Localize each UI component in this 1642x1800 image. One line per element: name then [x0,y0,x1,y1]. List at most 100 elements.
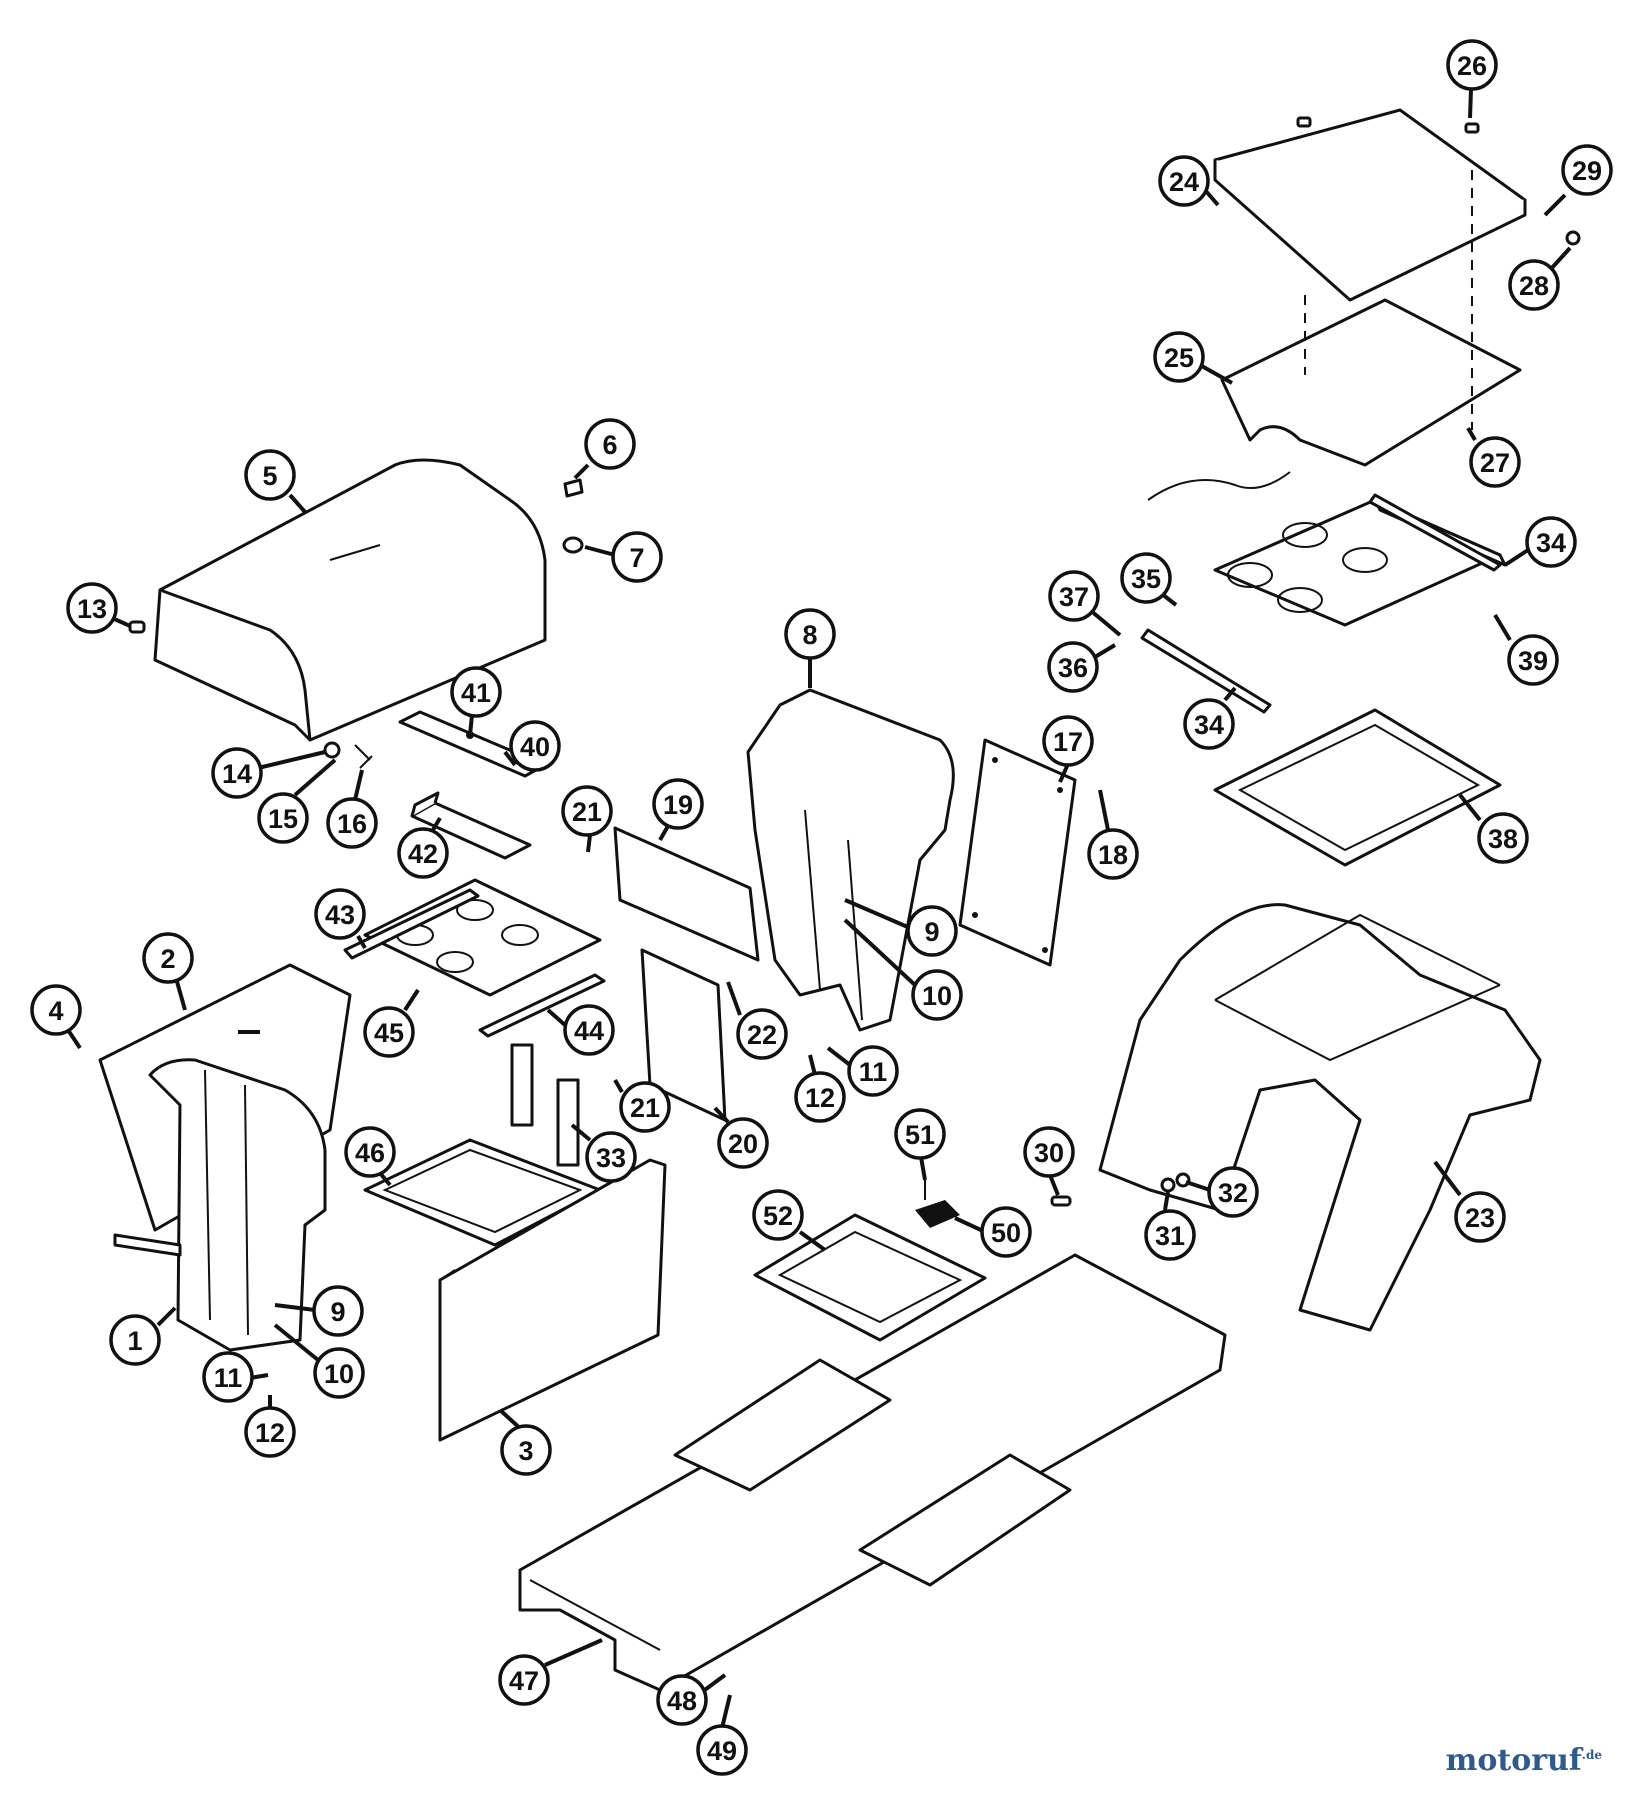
part-drawings [98,108,1581,1692]
svg-text:8: 8 [802,620,817,650]
watermark-logo: motoruf.de [1446,1743,1602,1778]
svg-text:41: 41 [461,678,491,708]
callout-44: 44 [546,1004,615,1056]
svg-text:7: 7 [629,543,644,573]
callout-30: 30 [1023,1126,1075,1196]
svg-text:43: 43 [325,900,355,930]
part-seat-board-25 [1220,170,1522,467]
callout-42: 42 [397,816,449,879]
part-floor-mat-52 [753,1213,987,1342]
watermark-brand: motoruf [1445,1743,1582,1778]
callout-29: 29 [1543,144,1613,217]
svg-text:6: 6 [602,430,617,460]
svg-text:30: 30 [1034,1138,1064,1168]
callout-23: 23 [1433,1160,1506,1243]
callout-52: 52 [752,1189,827,1252]
callout-50: 50 [954,1206,1032,1258]
callout-37: 37 [1048,570,1122,637]
callout-20: 20 [713,1106,769,1169]
svg-text:2: 2 [160,944,175,974]
callout-41: 41 [450,666,502,736]
svg-text:20: 20 [728,1129,758,1159]
callout-45: 45 [363,988,420,1058]
svg-text:26: 26 [1457,51,1487,81]
svg-text:49: 49 [707,1736,737,1766]
callout-51: 51 [894,1108,946,1181]
callout-49: 49 [696,1694,748,1776]
svg-text:19: 19 [663,790,693,820]
callout-16: 16 [326,769,378,849]
svg-text:29: 29 [1572,156,1602,186]
svg-text:1: 1 [127,1326,142,1356]
part-plates-19-20 [613,826,760,1122]
callout-40: 40 [503,720,561,772]
callout-32: 32 [1185,1166,1259,1218]
callout-11b: 11 [202,1351,269,1403]
part-battery-tray-45 [343,878,606,1038]
part-fasteners-seat [1296,116,1581,246]
svg-text:14: 14 [222,759,252,789]
svg-text:28: 28 [1519,271,1549,301]
part-fasteners-top [128,478,584,769]
svg-text:23: 23 [1465,1203,1495,1233]
part-seat-plate-24 [1213,108,1527,302]
callout-14: 14 [211,747,326,799]
callout-18: 18 [1087,789,1139,880]
svg-text:13: 13 [77,594,107,624]
svg-text:16: 16 [337,809,367,839]
callout-8: 8 [784,608,836,688]
callout-19: 19 [652,778,704,841]
callout-38: 38 [1458,793,1529,864]
part-plate-17 [958,738,1077,967]
svg-text:45: 45 [374,1018,404,1048]
svg-text:27: 27 [1480,448,1510,478]
svg-text:42: 42 [408,839,438,869]
callout-31: 31 [1144,1191,1196,1261]
callout-24: 24 [1158,155,1220,207]
svg-text:50: 50 [991,1218,1021,1248]
part-callouts: 1 2 3 4 5 6 7 8 9 9 10 10 11 11 12 12 13… [30,39,1613,1776]
part-wire-harness [1147,471,1291,501]
callout-10b: 10 [273,1323,365,1399]
callout-33: 33 [570,1123,637,1183]
part-brackets-33 [510,1043,580,1167]
watermark-suffix: .de [1581,1748,1602,1762]
callout-3: 3 [498,1408,552,1476]
callout-28: 28 [1508,246,1572,311]
svg-text:37: 37 [1059,582,1089,612]
svg-text:21: 21 [630,1093,660,1123]
callout-2: 2 [142,932,194,1011]
callout-43: 43 [314,888,367,950]
part-hood-cover [153,458,547,742]
callout-5: 5 [244,449,307,514]
svg-text:36: 36 [1058,653,1088,683]
svg-text:9: 9 [330,1297,345,1327]
callout-48: 48 [656,1673,727,1726]
svg-text:10: 10 [922,981,952,1011]
svg-text:12: 12 [805,1083,835,1113]
callout-34a: 34 [1503,516,1577,568]
part-rear-fender-23 [1098,903,1542,1332]
svg-text:35: 35 [1131,564,1161,594]
svg-text:3: 3 [518,1436,533,1466]
svg-text:4: 4 [48,996,63,1026]
callout-17: 17 [1042,715,1094,783]
callout-12b: 12 [244,1395,296,1458]
svg-text:34: 34 [1536,528,1566,558]
svg-text:5: 5 [262,461,277,491]
svg-text:12: 12 [255,1418,285,1448]
callout-12a: 12 [794,1054,846,1123]
callout-36: 36 [1047,641,1117,693]
callout-21a: 21 [561,785,613,853]
callout-1: 1 [109,1306,177,1366]
svg-text:33: 33 [596,1143,626,1173]
svg-text:21: 21 [572,797,602,827]
svg-text:24: 24 [1169,167,1199,197]
callout-13: 13 [66,582,131,634]
callout-9b: 9 [274,1285,364,1337]
svg-text:44: 44 [574,1016,604,1046]
part-battery-box-38 [1213,708,1502,867]
svg-text:17: 17 [1053,727,1083,757]
svg-text:10: 10 [324,1359,354,1389]
